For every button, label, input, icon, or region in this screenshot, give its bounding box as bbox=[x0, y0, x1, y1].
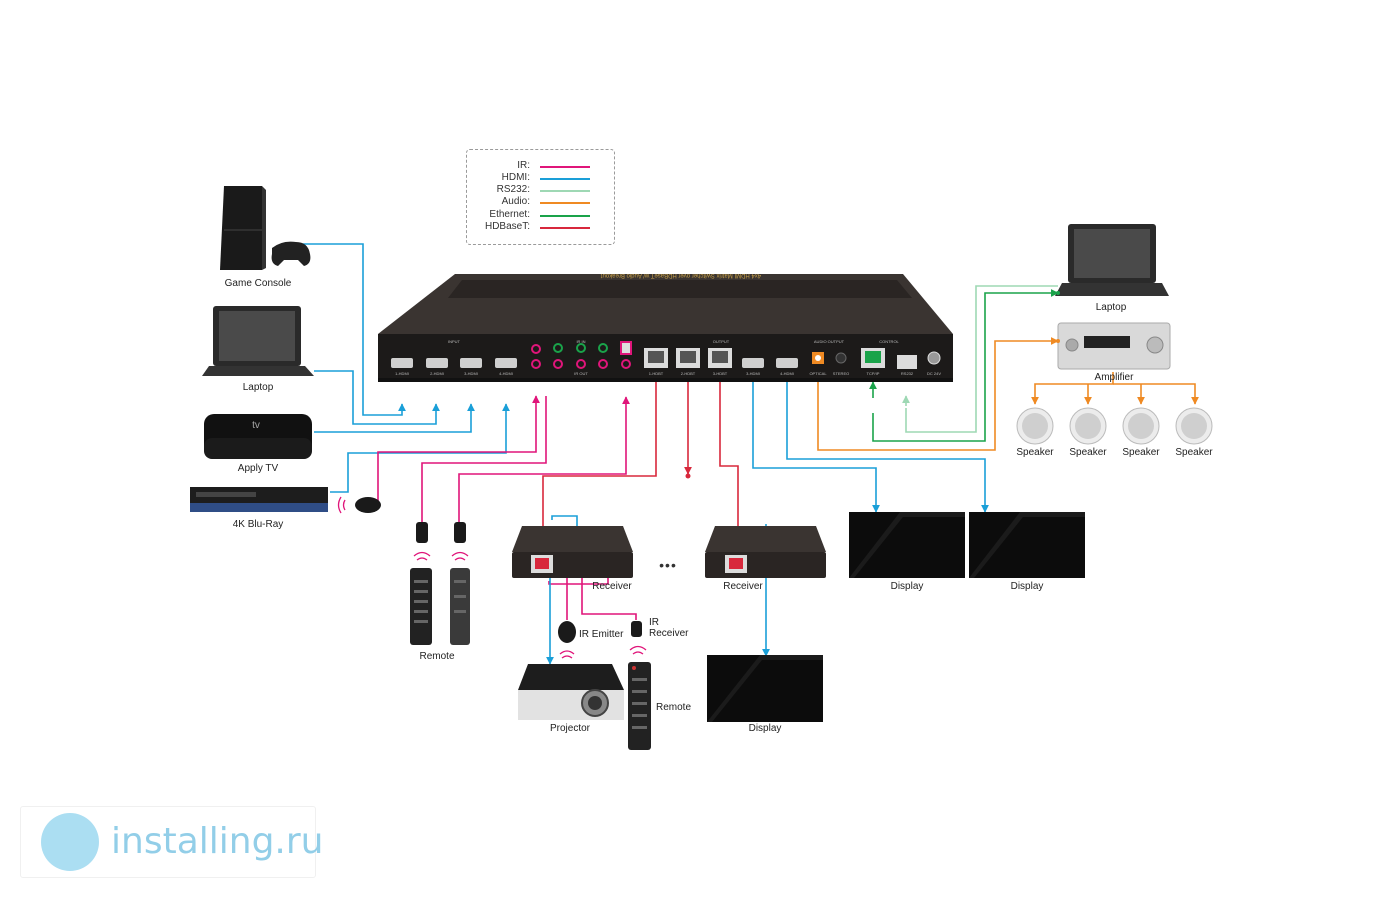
legend-rs232-swatch bbox=[540, 190, 590, 192]
label-ir-emitter: IR Emitter bbox=[579, 629, 624, 640]
laptop-right bbox=[1055, 224, 1169, 296]
matrix-input-port-1: 1-HDMI bbox=[395, 371, 409, 376]
legend-hdmi: HDMI: bbox=[467, 172, 614, 184]
label-speaker-1: Speaker bbox=[1016, 447, 1054, 458]
matrix-stereo-port: STEREO bbox=[832, 371, 850, 376]
label-speaker-2: Speaker bbox=[1069, 447, 1107, 458]
legend: IR: HDMI: RS232: Audio: Ethernet: HDBase… bbox=[466, 149, 615, 245]
label-receiver-1: Receiver bbox=[592, 581, 632, 592]
remote-control-bottom bbox=[628, 662, 651, 750]
label-projector: Projector bbox=[549, 723, 591, 734]
label-remote-left: Remote bbox=[419, 651, 455, 662]
watermark-logo-icon bbox=[41, 813, 99, 871]
matrix-input-port-2: 2-HDMI bbox=[430, 371, 444, 376]
matrix-control-section-label: CONTROL bbox=[879, 339, 899, 344]
svg-text:tv: tv bbox=[252, 420, 260, 431]
speakers bbox=[1016, 407, 1213, 445]
label-display-2: Display bbox=[1010, 581, 1044, 592]
matrix-hdbt-port-2: 2-HDBT bbox=[680, 371, 696, 376]
matrix-hdmi-out-port-3: 3-HDMI bbox=[746, 371, 760, 376]
apple-tv: tv bbox=[204, 414, 312, 459]
legend-audio: Audio: bbox=[467, 196, 614, 208]
matrix-hdbt-port-3: 3-HDBT bbox=[712, 371, 728, 376]
matrix-hdbt-port-1: 1-HDBT bbox=[648, 371, 664, 376]
legend-ethernet-swatch bbox=[540, 215, 590, 217]
matrix-control-ports bbox=[861, 348, 941, 369]
receiver-2-box bbox=[705, 526, 826, 578]
display-screens bbox=[707, 512, 1085, 722]
label-remote-bottom: Remote bbox=[656, 702, 692, 713]
label-ir-receiver: IR Receiver bbox=[649, 617, 689, 639]
legend-ir-swatch bbox=[540, 166, 590, 168]
label-display-center: Display bbox=[748, 723, 782, 734]
matrix-switcher bbox=[378, 274, 953, 382]
matrix-hdbaset-ports bbox=[644, 348, 732, 368]
label-display-1: Display bbox=[890, 581, 924, 592]
junction-dots bbox=[685, 291, 1060, 479]
matrix-input-section-label: INPUT bbox=[448, 339, 460, 344]
legend-audio-swatch bbox=[540, 202, 590, 204]
projector bbox=[518, 664, 624, 720]
amplifier bbox=[1057, 322, 1171, 370]
matrix-top-label: 4x4 HDMI Matrix Switcher over HDBaseT w/… bbox=[600, 272, 762, 278]
laptop-left bbox=[202, 306, 314, 376]
matrix-irout-section-label: IR OUT bbox=[574, 371, 588, 376]
rs232-wires bbox=[902, 285, 1058, 433]
ir-receivers-left bbox=[413, 522, 469, 561]
hdmi-input-wires bbox=[300, 243, 510, 493]
label-apple-tv: Apply TV bbox=[237, 463, 279, 474]
matrix-audio-section-label: AUDIO OUTPUT bbox=[813, 339, 845, 344]
watermark: installing.ru bbox=[20, 806, 323, 878]
matrix-audio-ports bbox=[812, 352, 847, 364]
watermark-text: installing.ru bbox=[111, 821, 324, 862]
game-console bbox=[220, 186, 311, 270]
label-speaker-4: Speaker bbox=[1175, 447, 1213, 458]
receiver-1-box bbox=[512, 526, 633, 578]
label-speaker-3: Speaker bbox=[1122, 447, 1160, 458]
matrix-input-ports bbox=[391, 358, 517, 368]
label-laptop-left: Laptop bbox=[242, 382, 274, 393]
legend-hdmi-swatch bbox=[540, 178, 590, 180]
legend-ethernet: Ethernet: bbox=[467, 209, 614, 221]
ir-wires bbox=[377, 395, 637, 620]
legend-rs232: RS232: bbox=[467, 184, 614, 196]
matrix-irin-section-label: IR IN bbox=[576, 339, 586, 344]
matrix-tcpip-port: TCP/IP bbox=[866, 371, 880, 376]
matrix-input-port-3: 3-HDMI bbox=[464, 371, 478, 376]
label-amplifier: Amplifier bbox=[1094, 372, 1134, 383]
matrix-ir-ports bbox=[531, 341, 632, 369]
bluray-player bbox=[190, 487, 328, 512]
audio-wires bbox=[817, 337, 1199, 451]
legend-ir: IR: bbox=[467, 160, 614, 172]
label-game-console: Game Console bbox=[224, 278, 292, 289]
matrix-optical-port: OPTICAL bbox=[809, 371, 827, 376]
label-receiver-2: Receiver bbox=[723, 581, 763, 592]
ethernet-wires bbox=[869, 289, 1059, 442]
ir-emitter-left bbox=[337, 496, 381, 514]
label-laptop-right: Laptop bbox=[1095, 302, 1127, 313]
remote-controls-left bbox=[410, 568, 470, 645]
matrix-hdmi-out-ports bbox=[742, 358, 798, 368]
matrix-output-section-label: OUTPUT bbox=[712, 339, 730, 344]
matrix-hdmi-out-port-4: 4-HDMI bbox=[780, 371, 794, 376]
legend-hdbaset-swatch bbox=[540, 227, 590, 229]
matrix-power-port: DC 24V bbox=[926, 371, 942, 376]
hdbaset-wires bbox=[539, 382, 742, 561]
matrix-input-port-4: 4-HDMI bbox=[499, 371, 513, 376]
label-bluray: 4K Blu-Ray bbox=[232, 519, 284, 530]
ellipsis: ••• bbox=[659, 557, 677, 573]
ir-emitter-receiver-1 bbox=[558, 621, 647, 659]
legend-hdbaset: HDBaseT: bbox=[467, 221, 614, 233]
matrix-rs232-port: RS232 bbox=[900, 371, 914, 376]
